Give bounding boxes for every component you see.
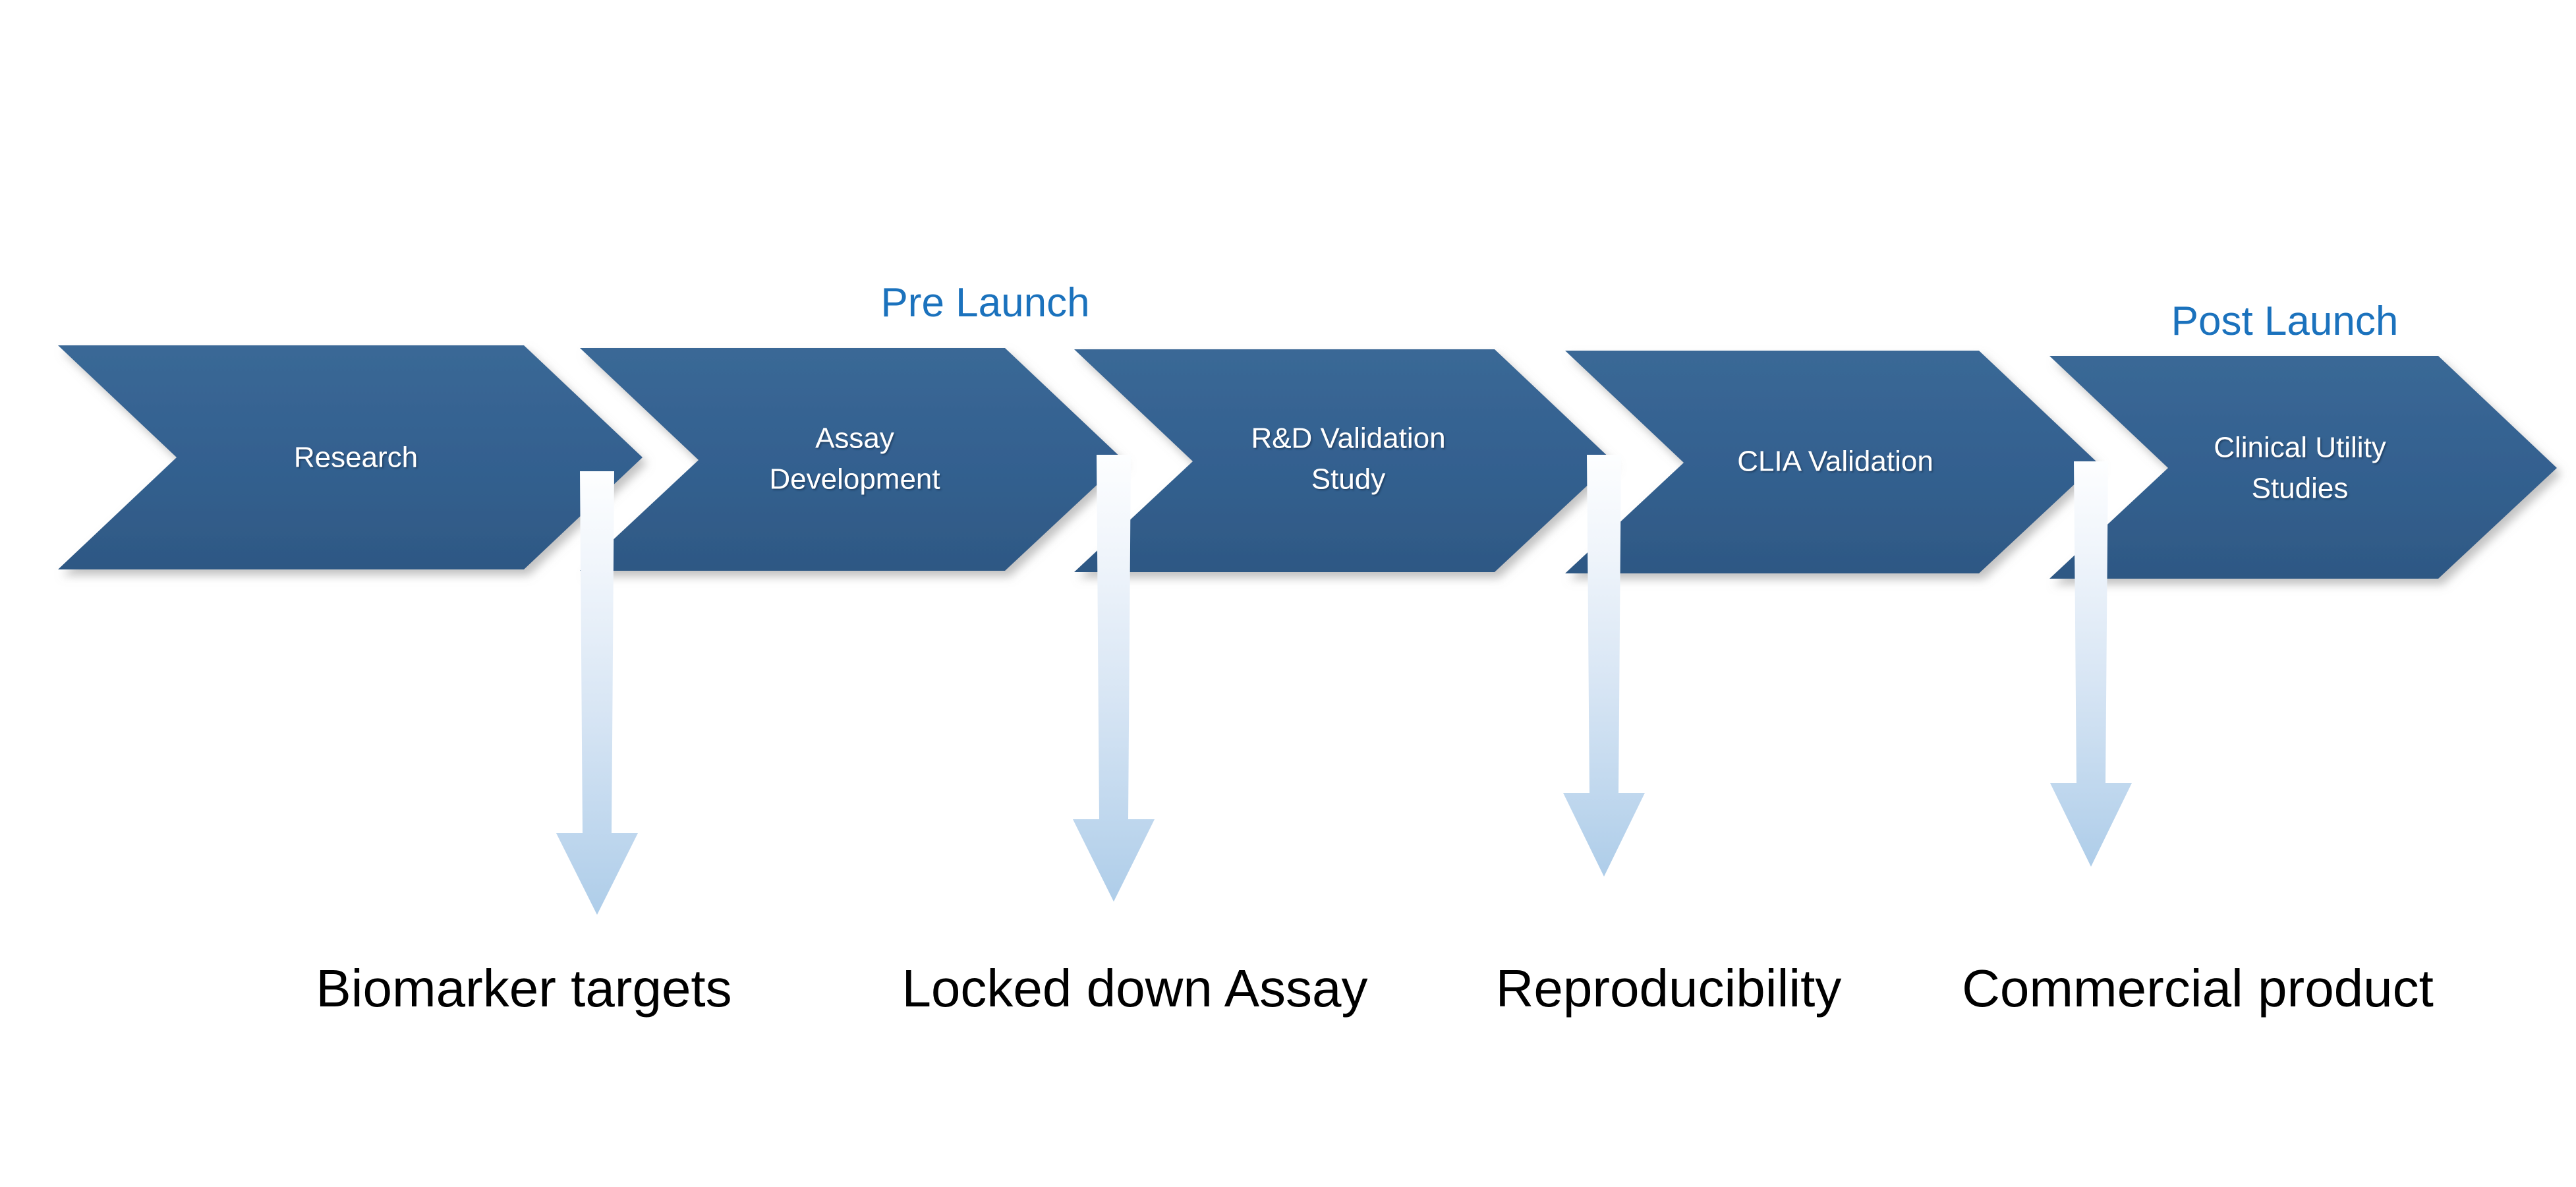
stage-chevron-assay-development[interactable]: Assay Development <box>580 348 1124 571</box>
stage-label-clinical-utility-studies-line2: Studies <box>2252 473 2349 505</box>
deliverable-arrow-biomarker-targets <box>556 471 638 915</box>
outcome-caption-locked-down-assay: Locked down Assay <box>902 959 1367 1018</box>
stage-label-clinical-utility-studies-line1: Clinical Utility <box>2214 432 2386 464</box>
chevron-shape-assay-development <box>580 348 1124 571</box>
stage-label-assay-development-line2: Development <box>769 463 940 496</box>
outcome-caption-biomarker-targets: Biomarker targets <box>316 959 731 1018</box>
phase-label-post-launch: Post Launch <box>2171 299 2399 344</box>
stage-chevron-group: Research Assay Development R&D Validatio… <box>58 345 2557 579</box>
deliverable-arrow-commercial-product <box>2050 461 2132 867</box>
arrow-down-icon <box>1073 455 1155 902</box>
phase-label-pre-launch: Pre Launch <box>880 280 1089 326</box>
stage-chevron-clia-validation[interactable]: CLIA Validation <box>1565 351 2098 573</box>
arrow-down-icon <box>2050 461 2132 867</box>
chevron-shape-rd-validation-study <box>1074 349 1613 572</box>
phase-label-group: Pre Launch Post Launch <box>880 280 2398 344</box>
deliverable-arrow-locked-down-assay <box>1073 455 1155 902</box>
chevron-shape-clia-validation <box>1565 351 2098 573</box>
stage-chevron-rd-validation-study[interactable]: R&D Validation Study <box>1074 349 1613 572</box>
stage-label-clia-validation: CLIA Validation <box>1737 446 1933 478</box>
stage-label-rd-validation-study-line1: R&D Validation <box>1251 422 1445 455</box>
stage-label-research: Research <box>294 442 418 474</box>
arrow-down-icon <box>1563 455 1645 877</box>
chevron-shape-clinical-utility-studies <box>2049 356 2557 579</box>
stage-label-rd-validation-study-line2: Study <box>1311 463 1386 496</box>
outcome-caption-reproducibility: Reproducibility <box>1496 959 1842 1018</box>
stage-label-assay-development-line1: Assay <box>815 422 894 455</box>
outcome-caption-group: Biomarker targets Locked down Assay Repr… <box>316 959 2434 1018</box>
deliverable-arrow-reproducibility <box>1563 455 1645 877</box>
chevron-shape-research <box>58 345 643 569</box>
outcome-caption-commercial-product: Commercial product <box>1962 959 2434 1018</box>
arrow-down-icon <box>556 471 638 915</box>
stage-chevron-clinical-utility-studies[interactable]: Clinical Utility Studies <box>2049 356 2557 579</box>
deliverable-arrow-group <box>556 455 2132 915</box>
stage-chevron-research[interactable]: Research <box>58 345 643 569</box>
